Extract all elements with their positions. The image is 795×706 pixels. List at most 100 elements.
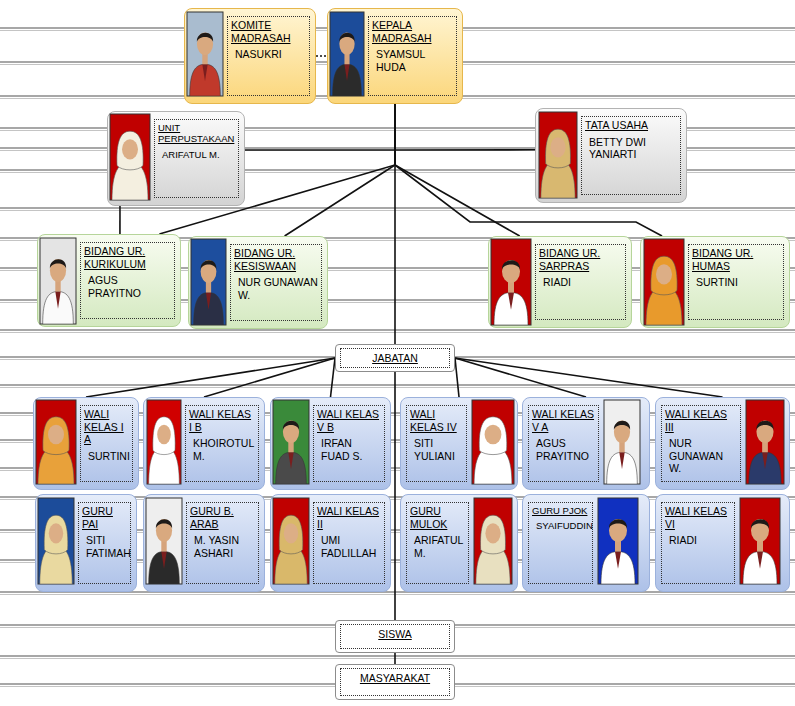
person-name: SURTINI [84, 450, 129, 463]
person-name: ARIFATUL M. [158, 149, 235, 160]
position-title: BIDANG UR. KURIKULUM [84, 245, 171, 270]
position-title: MASYARAKAT [344, 671, 446, 686]
position-title: GURU MULOK [410, 505, 465, 530]
org-box: UNIT PERPUSTAKAANARIFATUL M. [107, 111, 245, 206]
text-frame: WALI KELAS V A AGUS PRAYITNO [528, 405, 599, 482]
text-frame: GURU MULOK ARIFATUL M. [406, 502, 469, 584]
org-connector [455, 358, 723, 397]
text-frame: UNIT PERPUSTAKAANARIFATUL M. [154, 119, 239, 198]
rule-lines [0, 28, 795, 684]
org-connector [455, 358, 459, 397]
position-title: KEPALA MADRASAH [372, 19, 453, 44]
org-box: BIDANG UR. KURIKULUM AGUS PRAYITNO [37, 234, 181, 327]
portrait-photo [330, 12, 364, 96]
person-name: NUR GUNAWAN W. [234, 276, 318, 301]
text-frame: WALI KELAS II UMI FADLILLAH [313, 502, 385, 584]
portrait-photo [273, 498, 309, 584]
portrait-photo [146, 498, 182, 584]
position-title: WALI KELAS V B [317, 408, 381, 433]
text-frame: BIDANG UR. KURIKULUM AGUS PRAYITNO [80, 242, 175, 319]
position-title: SISWA [344, 627, 446, 642]
position-title: GURU PJOK [532, 505, 589, 516]
text-frame: WALI KELAS V B IRFAN FUAD S. [313, 405, 385, 482]
text-frame: TATA USAHA BETTY DWI YANIARTI [581, 116, 681, 195]
org-box: SISWA [335, 620, 455, 653]
person-name: UMI FADLILLAH [317, 534, 381, 559]
person-name: NUR GUNAWAN W. [665, 437, 737, 475]
person-name: IRFAN FUAD S. [317, 437, 381, 462]
text-frame: BIDANG UR. KESISWAAN NUR GUNAWAN W. [230, 244, 322, 321]
org-box: WALI KELAS II UMI FADLILLAH [270, 494, 391, 592]
org-connector [245, 104, 395, 150]
person-name: AGUS PRAYITNO [532, 437, 595, 462]
person-name: KHOIROTUL M. [189, 437, 255, 462]
org-connector [395, 104, 535, 150]
portrait-photo [539, 112, 577, 198]
position-title: WALI KELAS II [317, 505, 381, 530]
org-box: BIDANG UR. SARPRASRIADI [488, 236, 632, 328]
portrait-photo [187, 12, 223, 96]
org-connector [204, 358, 335, 397]
person-name: SYAMSUL HUDA [372, 48, 453, 73]
text-frame: GURU PJOK SYAIFUDDIN [528, 502, 593, 584]
position-title: WALI KELAS V A [532, 408, 595, 433]
position-title: WALI KELAS I B [189, 408, 255, 433]
text-frame: MASYARAKAT [340, 668, 450, 696]
portrait-photo [191, 239, 226, 325]
person-name: SYAIFUDDIN [532, 520, 589, 531]
position-title: GURU PAI [82, 505, 127, 530]
org-box: MASYARAKAT [335, 664, 455, 700]
text-frame: WALI KELAS I A SURTINI [80, 405, 133, 482]
position-title: WALI KELAS III [665, 408, 737, 433]
org-connector [285, 104, 395, 236]
portrait-photo [598, 498, 638, 584]
text-frame: KOMITE MADRASAH NASUKRI [227, 16, 310, 96]
portrait-photo [110, 114, 150, 200]
text-frame: GURU B. ARABM. YASIN ASHARI [186, 502, 259, 584]
portrait-photo [474, 498, 512, 584]
org-box: GURU B. ARABM. YASIN ASHARI [143, 494, 265, 592]
position-title: BIDANG UR. SARPRAS [539, 247, 622, 272]
org-box: KEPALA MADRASAH SYAMSUL HUDA [327, 8, 463, 104]
person-name: RIADI [665, 534, 731, 547]
org-connector [119, 206, 121, 234]
org-box: BIDANG UR. KESISWAAN NUR GUNAWAN W. [188, 236, 328, 329]
portrait-photo [746, 400, 784, 484]
position-title: WALI KELAS IV [410, 408, 463, 433]
position-title: BIDANG UR. KESISWAAN [234, 247, 318, 272]
org-connector [455, 358, 586, 397]
org-box: WALI KELAS I B KHOIROTUL M. [143, 397, 265, 490]
person-name: SITI FATIMAH [82, 534, 127, 559]
person-name: ARIFATUL M. [410, 534, 465, 559]
portrait-photo [38, 498, 74, 584]
position-title: TATA USAHA [585, 119, 677, 132]
person-name: SITI YULIANI [410, 437, 463, 462]
person-name: BETTY DWI YANIARTI [585, 136, 677, 161]
position-title: KOMITE MADRASAH [231, 19, 306, 44]
portrait-photo [472, 400, 514, 484]
org-connector [395, 104, 520, 236]
org-box: GURU MULOK ARIFATUL M. [400, 494, 518, 592]
org-box: WALI KELAS V B IRFAN FUAD S. [270, 397, 391, 490]
org-box: TATA USAHA BETTY DWI YANIARTI [535, 108, 687, 203]
org-connector [394, 653, 396, 664]
text-frame: KEPALA MADRASAH SYAMSUL HUDA [368, 16, 457, 96]
person-name: AGUS PRAYITNO [84, 274, 171, 299]
org-box: WALI KELAS IV SITI YULIANI [400, 397, 518, 490]
text-frame: WALI KELAS IV SITI YULIANI [406, 405, 467, 482]
portrait-photo [740, 498, 780, 584]
org-box: WALI KELAS III NUR GUNAWAN W. [655, 397, 790, 490]
portrait-photo [36, 400, 76, 484]
person-name: M. YASIN ASHARI [190, 534, 255, 559]
rule-lines-shadow [0, 31, 795, 687]
text-frame: JABATAN [340, 348, 450, 368]
portrait-photo [147, 400, 181, 484]
position-title: WALI KELAS I A [84, 408, 129, 446]
person-name: NASUKRI [231, 48, 306, 61]
portrait-photo [644, 239, 684, 325]
portrait-photo [604, 400, 640, 484]
portrait-photo [40, 238, 76, 324]
text-frame: BIDANG UR. SARPRASRIADI [535, 244, 626, 320]
portrait-photo [273, 400, 309, 484]
